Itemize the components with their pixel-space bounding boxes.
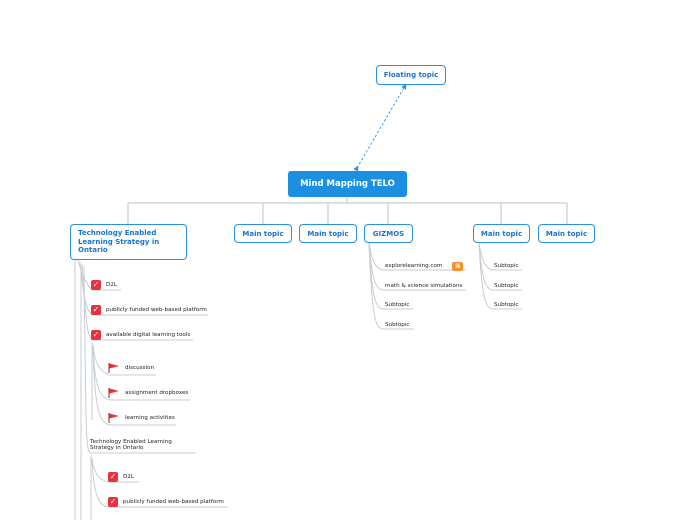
red-flag-icon bbox=[108, 363, 119, 373]
subtopic-nested-d2l[interactable]: ✓ D2L bbox=[108, 471, 134, 483]
subtopic-web-platform[interactable]: ✓ publicly funded web-based platform bbox=[91, 304, 207, 316]
root-connectors bbox=[127, 197, 568, 224]
subtopic-simulations[interactable]: math & science simulations bbox=[385, 280, 462, 292]
subtopic-label: publicly funded web-based platform bbox=[106, 306, 207, 313]
main-topic-label: Main topic bbox=[242, 229, 284, 238]
subtopic-label: D2L bbox=[123, 473, 134, 480]
subtopic-label: available digital learning tools bbox=[106, 331, 191, 338]
subtopic-label: Subtopic bbox=[494, 301, 519, 308]
main-topic-label: Main topic bbox=[307, 229, 349, 238]
link-icon[interactable]: ⌘ bbox=[452, 261, 464, 271]
red-flag-icon bbox=[108, 413, 119, 423]
main-topic-2[interactable]: Main topic bbox=[234, 224, 292, 243]
main-topic-label: GIZMOS bbox=[372, 229, 405, 238]
red-flag-icon bbox=[108, 388, 119, 398]
subtopic-discussion[interactable]: discussion bbox=[108, 362, 154, 374]
checkbox-icon: ✓ bbox=[91, 280, 101, 290]
subtopic-label: assignment dropboxes bbox=[125, 389, 189, 396]
subtopic-main5-3[interactable]: Subtopic bbox=[494, 299, 518, 311]
subtopic-label: Technology Enabled Learning Strategy in … bbox=[90, 438, 172, 452]
subtopic-label: Subtopic bbox=[385, 321, 410, 328]
main-topic-gizmos[interactable]: GIZMOS bbox=[364, 224, 413, 243]
subtopic-label: math & science simulations bbox=[385, 282, 463, 289]
subtopic-label: Subtopic bbox=[494, 262, 519, 269]
subtopic-label: discussion bbox=[125, 364, 154, 371]
main-topic-5[interactable]: Main topic bbox=[473, 224, 530, 243]
checkbox-icon: ✓ bbox=[91, 305, 101, 315]
main-topic-3[interactable]: Main topic bbox=[299, 224, 357, 243]
floating-relationship-line[interactable] bbox=[353, 83, 407, 172]
subtopic-gizmos-4[interactable]: Subtopic bbox=[385, 319, 409, 331]
central-topic-label: Mind Mapping TELO bbox=[300, 179, 395, 189]
checkbox-icon: ✓ bbox=[108, 472, 118, 482]
subtopic-label: explorelearning.com bbox=[385, 262, 443, 269]
gizmos-connectors bbox=[368, 242, 466, 330]
subtopic-label: Subtopic bbox=[494, 282, 519, 289]
checkbox-icon: ✓ bbox=[91, 330, 101, 340]
main-topic-label: Main topic bbox=[545, 229, 588, 238]
main-topic-strategy[interactable]: Technology Enabled Learning Strategy in … bbox=[70, 224, 187, 260]
subtopic-assignment-dropboxes[interactable]: assignment dropboxes bbox=[108, 387, 188, 399]
main-topic-label: Main topic bbox=[480, 229, 523, 238]
subtopic-explorelearning[interactable]: explorelearning.com ⌘ bbox=[385, 260, 464, 272]
subtopic-label: Subtopic bbox=[385, 301, 410, 308]
floating-topic[interactable]: Floating topic bbox=[376, 65, 446, 85]
checkbox-icon: ✓ bbox=[108, 497, 118, 507]
subtopic-nested-strategy[interactable]: Technology Enabled Learning Strategy in … bbox=[90, 437, 185, 453]
subtopic-main5-2[interactable]: Subtopic bbox=[494, 280, 518, 292]
main-topic-label: Technology Enabled Learning Strategy in … bbox=[78, 229, 160, 255]
main-topic-6[interactable]: Main topic bbox=[538, 224, 595, 243]
central-topic[interactable]: Mind Mapping TELO bbox=[288, 171, 407, 197]
main5-connectors bbox=[478, 242, 522, 310]
subtopic-label: learning activities bbox=[125, 414, 175, 421]
subtopic-nested-web-platform[interactable]: ✓ publicly funded web-based platform bbox=[108, 496, 224, 508]
subtopic-gizmos-3[interactable]: Subtopic bbox=[385, 299, 409, 311]
subtopic-label: publicly funded web-based platform bbox=[123, 498, 224, 505]
subtopic-digital-tools[interactable]: ✓ available digital learning tools bbox=[91, 329, 190, 341]
subtopic-d2l[interactable]: ✓ D2L bbox=[91, 279, 117, 291]
floating-topic-label: Floating topic bbox=[383, 71, 439, 79]
subtopic-label: D2L bbox=[106, 281, 117, 288]
subtopic-learning-activities[interactable]: learning activities bbox=[108, 412, 175, 424]
subtopic-main5-1[interactable]: Subtopic bbox=[494, 260, 518, 272]
